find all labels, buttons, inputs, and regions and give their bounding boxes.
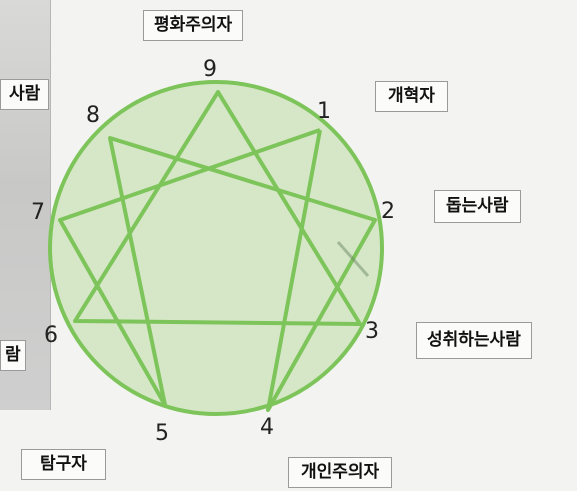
label-peacemaker: 평화주의자	[143, 10, 244, 41]
point-number-8: 8	[86, 103, 100, 128]
point-number-4: 4	[260, 415, 274, 440]
point-number-2: 2	[381, 199, 395, 224]
label-individualist: 개인주의자	[288, 457, 393, 488]
enneagram-circle	[48, 80, 384, 416]
label-investigator: 탐구자	[21, 449, 106, 480]
label-helper: 돕는사람	[434, 190, 521, 223]
point-number-7: 7	[31, 200, 45, 225]
label-left-top-partial: 사람	[0, 79, 50, 110]
point-number-5: 5	[155, 421, 169, 446]
pen-mark	[336, 241, 370, 277]
label-achiever: 성취하는사람	[416, 322, 532, 359]
hexad-line	[58, 128, 377, 412]
point-number-6: 6	[44, 323, 58, 348]
point-number-1: 1	[317, 99, 331, 124]
label-left-bottom-partial: 람	[0, 340, 26, 371]
label-reformer: 개혁자	[375, 81, 448, 112]
point-number-9: 9	[203, 57, 217, 82]
triangle-line	[73, 90, 362, 326]
point-number-3: 3	[365, 319, 379, 344]
